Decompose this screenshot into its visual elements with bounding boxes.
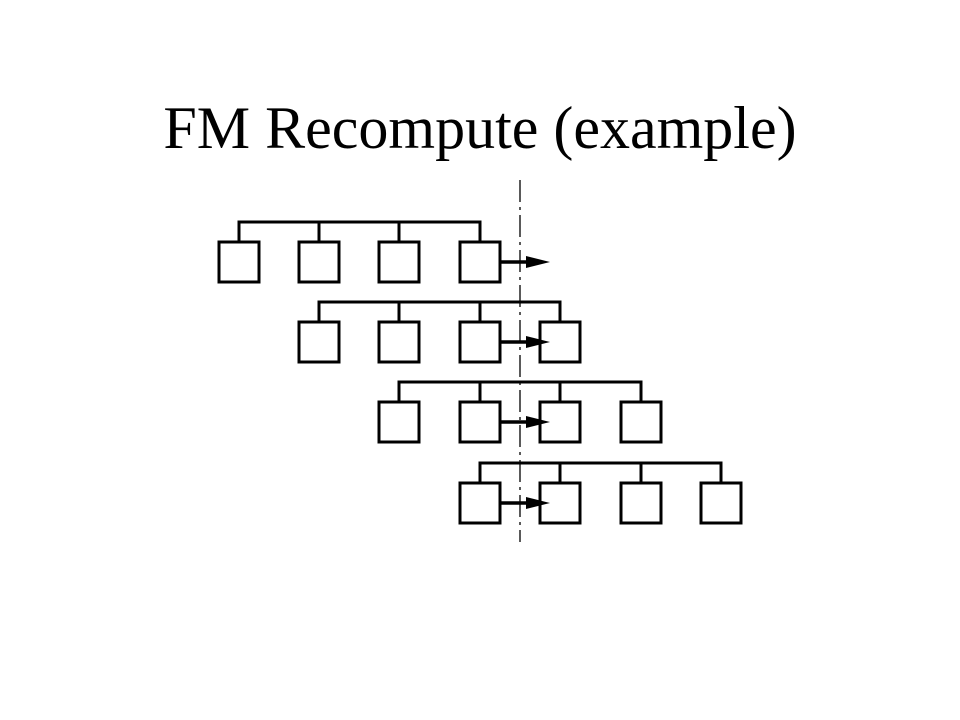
- cell-box: [458, 240, 502, 284]
- cell-box: [458, 320, 502, 364]
- net-bus: [478, 461, 723, 483]
- move-arrow: [500, 497, 550, 509]
- net-bus: [237, 220, 482, 242]
- cell-box: [297, 240, 341, 284]
- net-bus: [397, 380, 643, 402]
- net-row-2: [297, 300, 582, 364]
- cell-box: [377, 240, 421, 284]
- net-bus: [317, 300, 562, 322]
- net-row-3: [377, 380, 663, 444]
- cell-box: [217, 240, 261, 284]
- net-row-1: [217, 220, 550, 284]
- net-row-4: [458, 461, 743, 525]
- cell-box: [458, 400, 502, 444]
- move-arrow: [500, 416, 550, 428]
- cell-box: [377, 320, 421, 364]
- move-arrow: [500, 256, 550, 268]
- cell-box: [377, 400, 421, 444]
- cell-box: [699, 481, 743, 525]
- cell-box: [297, 320, 341, 364]
- move-arrow: [500, 336, 550, 348]
- page-title: FM Recompute (example): [163, 95, 797, 161]
- cell-box: [619, 481, 663, 525]
- cell-box: [458, 481, 502, 525]
- cell-box: [619, 400, 663, 444]
